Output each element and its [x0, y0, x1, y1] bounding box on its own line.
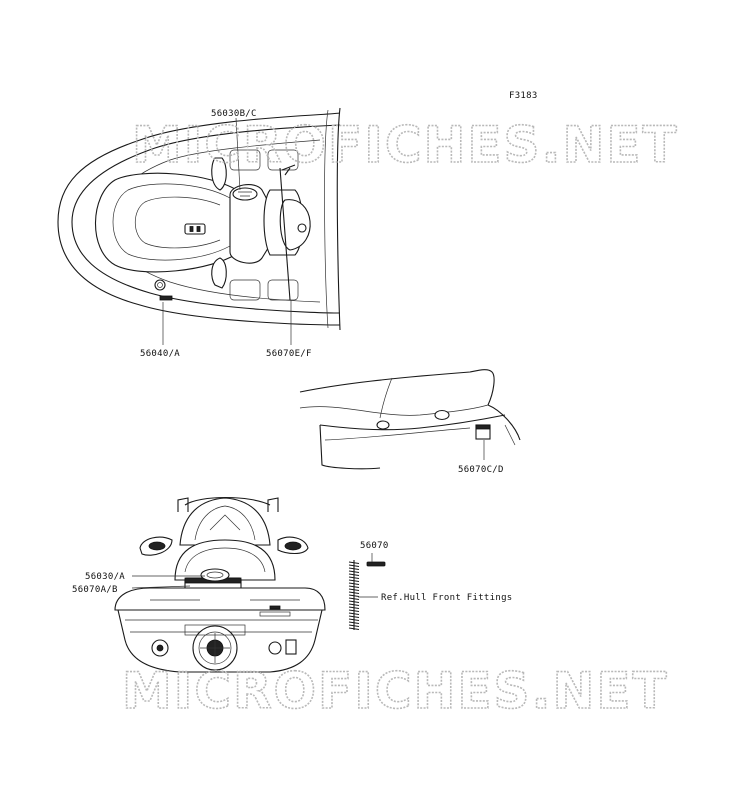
- coil-turn: [348, 609, 360, 612]
- coil-turn: [348, 576, 360, 579]
- callout-56070c-d[interactable]: 56070C/D: [458, 465, 504, 475]
- coil-turn: [348, 615, 360, 618]
- coil-turn: [348, 600, 360, 603]
- coil-turn: [348, 567, 360, 570]
- coil-turn: [348, 570, 360, 573]
- top-view-watercraft: [57, 107, 341, 331]
- callout-56030-a[interactable]: 56030/A: [85, 572, 125, 582]
- rear-view-leaders: [131, 575, 205, 589]
- reference-note: Ref.Hull Front Fittings: [381, 593, 513, 603]
- coil-turn: [348, 624, 360, 627]
- coil-turn: [348, 588, 360, 591]
- coil-turn: [348, 612, 360, 615]
- coil-turn: [348, 621, 360, 624]
- watermark-bottom: MICROFICHES.NET: [122, 662, 669, 720]
- coil-turn: [348, 579, 360, 582]
- coil-turn: [348, 591, 360, 594]
- coil-turn: [348, 582, 360, 585]
- coil-turn: [348, 603, 360, 606]
- coil-turn: [348, 597, 360, 600]
- figure-code: F3183: [509, 91, 538, 101]
- callout-56040-a[interactable]: 56040/A: [140, 349, 180, 359]
- coil-turn: [348, 585, 360, 588]
- reference-part-56070: [348, 553, 386, 630]
- rear-view-watercraft: [114, 496, 326, 673]
- coil-turn: [348, 564, 360, 567]
- callout-56070[interactable]: 56070: [360, 541, 389, 551]
- coil-turn: [348, 627, 360, 630]
- side-view-watercraft: [299, 369, 521, 470]
- watermark-top: MICROFICHES.NET: [132, 116, 679, 174]
- coil-turn: [348, 594, 360, 597]
- coil-turn: [348, 573, 360, 576]
- coil-turn: [348, 618, 360, 621]
- callout-56030b-c[interactable]: 56030B/C: [211, 109, 257, 119]
- coil-turn: [348, 606, 360, 609]
- coil-turn: [348, 561, 360, 564]
- callout-56070e-f[interactable]: 56070E/F: [266, 349, 312, 359]
- top-view-leaders: [162, 117, 292, 345]
- callout-56070a-b[interactable]: 56070A/B: [72, 585, 118, 595]
